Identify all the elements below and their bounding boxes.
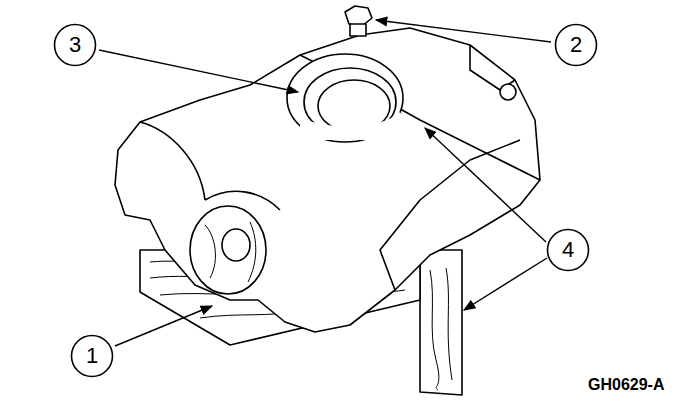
callout-number: 2: [554, 23, 598, 67]
callout-circle: 1: [70, 334, 114, 378]
caliper-body: [115, 28, 540, 332]
leader-line: [99, 20, 551, 346]
callout-circle: 3: [53, 23, 97, 67]
callout-number: 3: [53, 23, 97, 67]
callout-number: 4: [546, 228, 590, 272]
callout-circle: 2: [554, 23, 598, 67]
bleed-screw: [345, 6, 372, 26]
wood-block: [420, 250, 462, 395]
callout-number: 1: [70, 334, 114, 378]
figure-code: GH0629-A: [588, 376, 664, 394]
callout-circle: 4: [546, 228, 590, 272]
caliper-bore: [190, 206, 266, 294]
piston: [287, 54, 403, 142]
